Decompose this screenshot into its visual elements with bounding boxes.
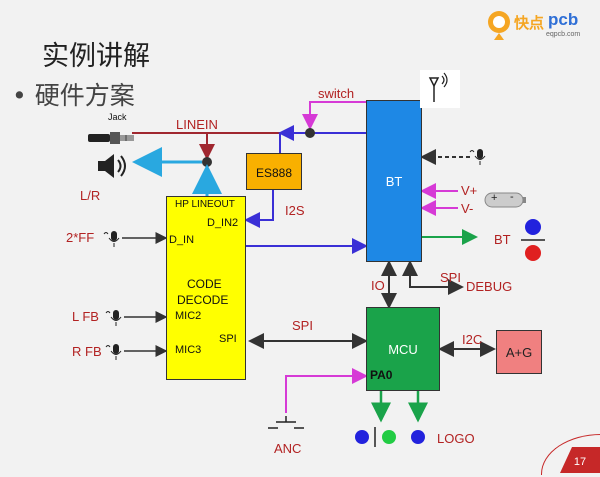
speaker-icon bbox=[96, 152, 130, 180]
logo-brand-main: 快点 bbox=[514, 14, 545, 32]
lr-node bbox=[202, 157, 212, 167]
codec-d-in: D_IN bbox=[169, 234, 195, 246]
anc-line bbox=[285, 368, 368, 413]
es888-label: ES888 bbox=[255, 166, 293, 180]
lfb-microphone-icon bbox=[104, 307, 124, 329]
bullet-text: 硬件方案 bbox=[34, 81, 135, 110]
switch-line bbox=[302, 101, 366, 130]
logo-label: LOGO bbox=[437, 431, 475, 446]
pa0-label: PA0 bbox=[370, 368, 393, 382]
led-icons bbox=[352, 426, 432, 448]
bt-button-icon bbox=[519, 216, 547, 264]
lr-label: L/R bbox=[80, 188, 101, 203]
codec-line2: DECODE bbox=[177, 293, 229, 307]
ff-microphone-icon bbox=[102, 228, 122, 250]
i2c-label: I2C bbox=[462, 332, 483, 347]
switch-label: switch bbox=[318, 86, 355, 101]
codec-mic2: MIC2 bbox=[175, 310, 202, 322]
switch-node bbox=[305, 128, 315, 138]
logo-mark-icon bbox=[488, 11, 510, 40]
codec-line1: CODE bbox=[187, 277, 222, 291]
led-blue-left-icon bbox=[355, 430, 369, 444]
brand-logo: 快点 pcb eqpcb.com bbox=[486, 6, 594, 44]
codec-spi: SPI bbox=[219, 333, 237, 345]
battery-plus: + bbox=[491, 192, 498, 204]
bt-block: BT bbox=[366, 100, 422, 262]
jack-label: Jack bbox=[108, 112, 127, 122]
ff-label: 2*FF bbox=[66, 230, 95, 245]
bt-microphone-icon bbox=[468, 146, 488, 168]
ag-label: A+G bbox=[505, 345, 533, 360]
codec-hp-lineout: HP LINEOUT bbox=[175, 199, 235, 210]
bullet-dot: • bbox=[12, 81, 27, 110]
i2s-label: I2S bbox=[285, 203, 305, 218]
slide-title: 实例讲解 bbox=[42, 41, 150, 72]
bt-button-label: BT bbox=[494, 232, 511, 247]
linein-label: LINEIN bbox=[176, 117, 218, 132]
lfb-label: L FB bbox=[72, 309, 99, 324]
vplus-label: V+ bbox=[461, 183, 478, 198]
es888-to-codec bbox=[244, 190, 274, 228]
codec-block: HP LINEOUT D_IN2 D_IN CODE DECODE MIC2 S… bbox=[166, 196, 246, 380]
battery-icon: + - bbox=[484, 191, 526, 209]
led-blue-right-icon bbox=[411, 430, 425, 444]
spi-debug-label: SPI bbox=[440, 270, 461, 285]
codec-mic3: MIC3 bbox=[175, 344, 202, 356]
antenna-icon bbox=[420, 70, 460, 108]
codec-d-in2: D_IN2 bbox=[207, 217, 239, 229]
ag-block: A+G bbox=[496, 330, 542, 374]
rfb-label: R FB bbox=[72, 344, 102, 359]
slide-bullet: • 硬件方案 bbox=[12, 76, 135, 112]
logo-brand-url: eqpcb.com bbox=[546, 31, 581, 38]
jack-plug-icon: Jack bbox=[86, 112, 136, 148]
mcu-block: MCU bbox=[366, 307, 440, 391]
logo-brand-pcb: pcb bbox=[548, 10, 579, 29]
spi-bus-label: SPI bbox=[292, 318, 313, 333]
anc-label: ANC bbox=[274, 441, 302, 456]
io-label: IO bbox=[371, 278, 385, 293]
rfb-microphone-icon bbox=[104, 341, 124, 363]
battery-minus: - bbox=[510, 191, 514, 203]
push-button-icon bbox=[266, 414, 306, 432]
bt-label: BT bbox=[385, 174, 403, 189]
vminus-label: V- bbox=[461, 201, 474, 216]
mcu-label: MCU bbox=[388, 342, 418, 357]
es888-block: ES888 bbox=[246, 153, 302, 190]
debug-label: DEBUG bbox=[466, 279, 513, 294]
led-green-icon bbox=[382, 430, 396, 444]
